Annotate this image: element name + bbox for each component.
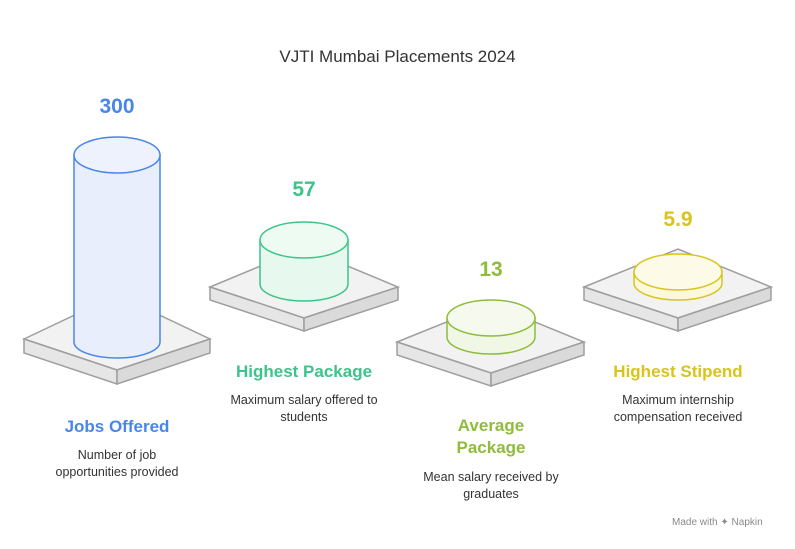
made-with-text: Made with xyxy=(672,517,718,528)
jobs-offered-value: 300 xyxy=(99,95,135,118)
page-title: VJTI Mumbai Placements 2024 xyxy=(279,47,516,66)
napkin-brand-text: Napkin xyxy=(731,517,763,528)
cylinder-jobs-offered xyxy=(73,136,161,359)
highest-stipend-description: Maximum internship compensation received xyxy=(613,393,743,424)
jobs-offered-label: Jobs Offered xyxy=(64,417,170,436)
highest-stipend-value: 5.9 xyxy=(663,208,693,231)
average-package-label: Average Package xyxy=(456,416,526,457)
cylinder-average-package xyxy=(446,299,536,355)
napkin-logo-icon: ✦ xyxy=(720,517,729,528)
cylinder-highest-stipend xyxy=(633,253,723,301)
highest-package-description: Maximum salary offered to students xyxy=(230,393,378,424)
cylinder-highest-package xyxy=(259,221,349,302)
average-package-description: Mean salary received by graduates xyxy=(423,470,559,501)
made-with-napkin-footer: Made with ✦ Napkin xyxy=(672,517,763,528)
average-package-value: 13 xyxy=(479,258,503,281)
highest-package-label: Highest Package xyxy=(235,362,373,381)
jobs-offered-description: Number of job opportunities provided xyxy=(55,448,179,479)
highest-package-value: 57 xyxy=(292,178,316,201)
highest-stipend-label: Highest Stipend xyxy=(613,362,743,381)
